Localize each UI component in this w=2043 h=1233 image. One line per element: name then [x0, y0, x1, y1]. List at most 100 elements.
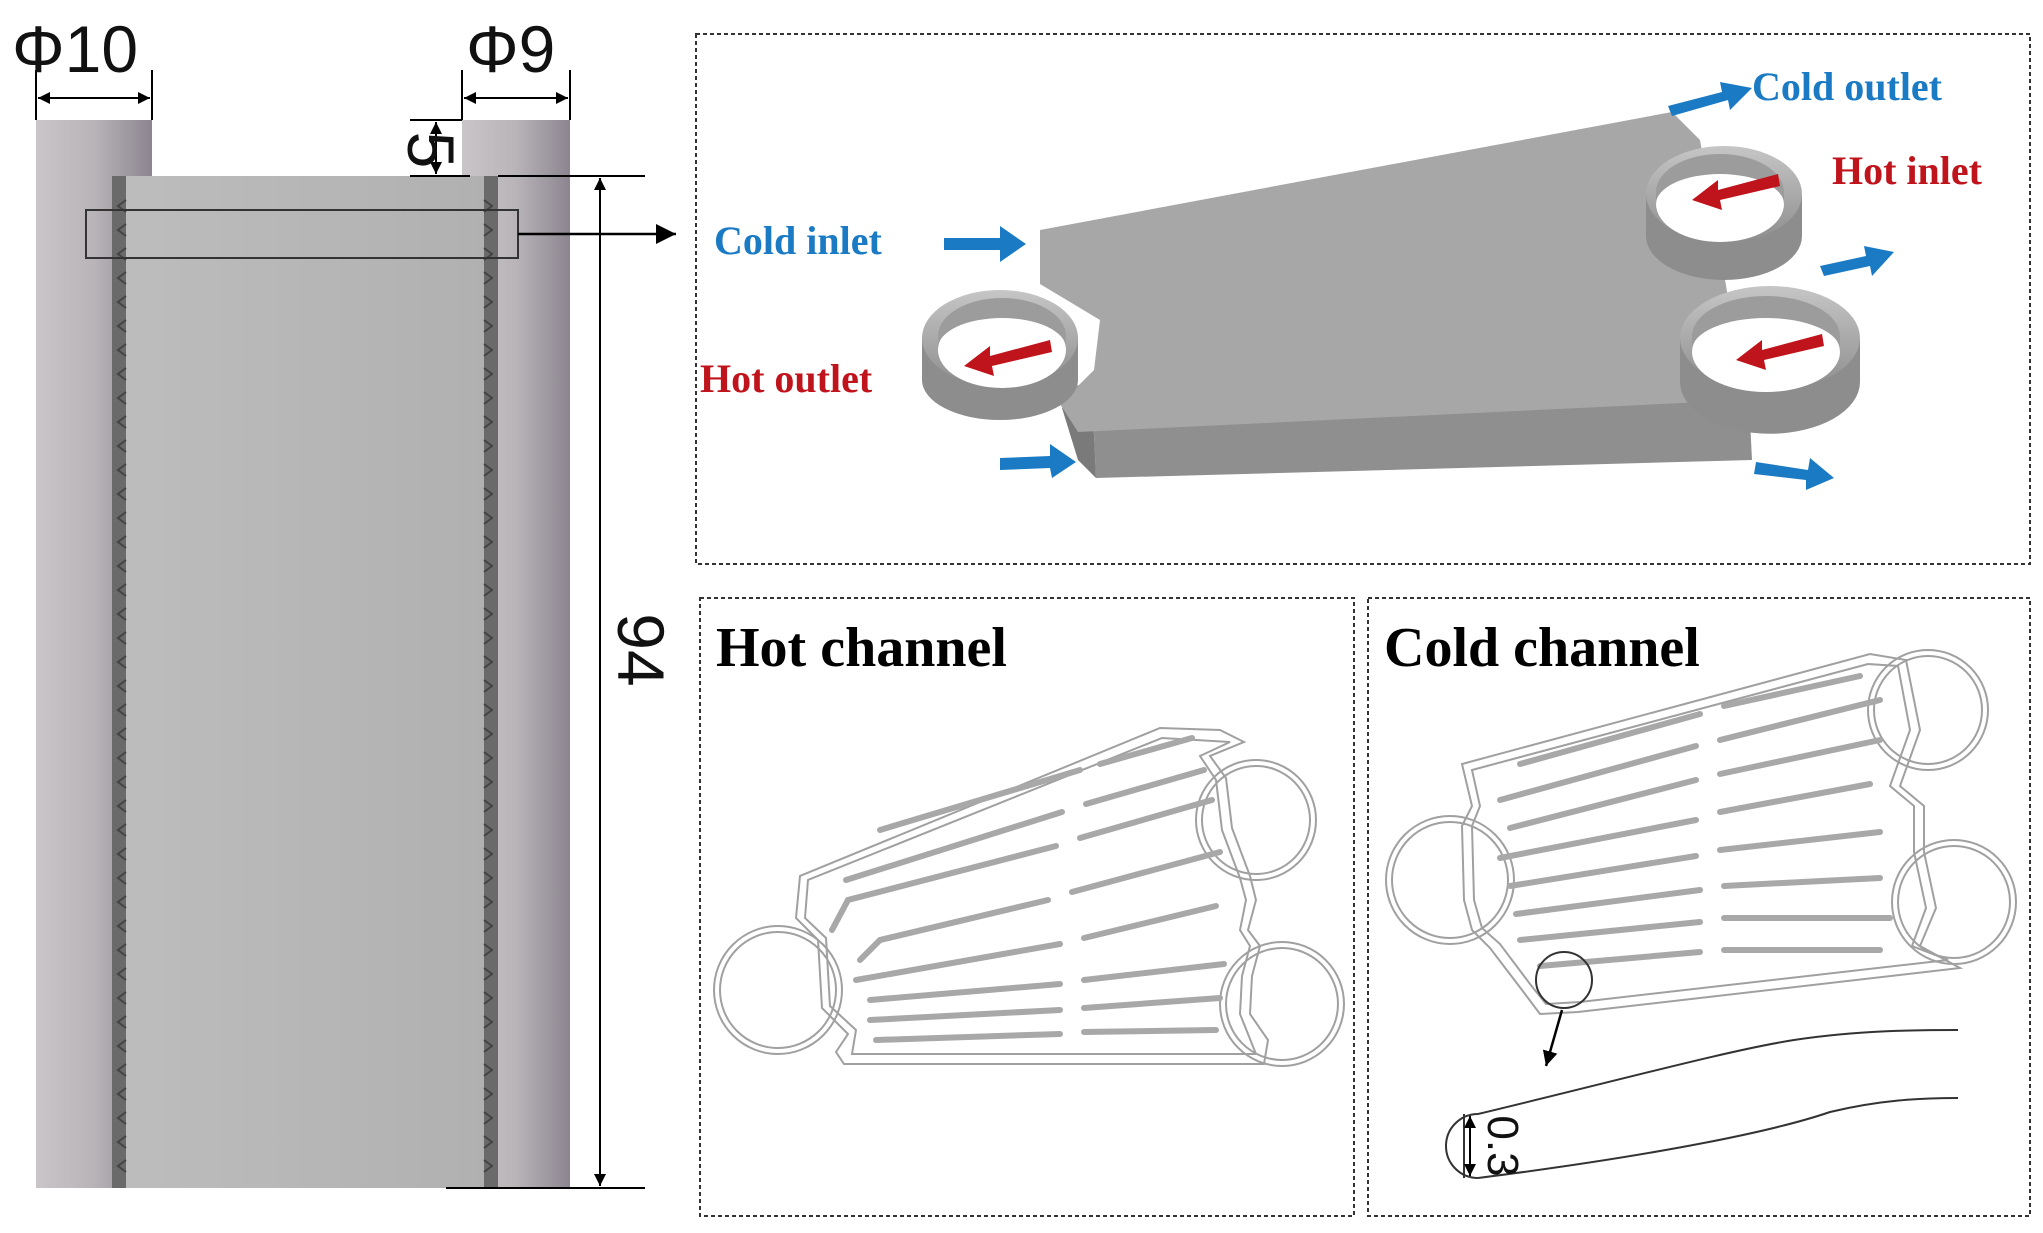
slot-detail [1445, 1029, 1959, 1179]
edge-notch [483, 871, 494, 885]
edge-notch [116, 1087, 127, 1101]
edge-notch [483, 511, 494, 525]
edge-notch [116, 607, 127, 621]
edge-notch [116, 1135, 127, 1149]
cold-arrow-lower-left [1000, 444, 1076, 478]
edge-notch [483, 271, 494, 285]
channel-fin [1497, 743, 1699, 803]
hot-arrow-outlet [964, 340, 1052, 376]
edge-notch [116, 943, 127, 957]
cold-plate-outline [1385, 649, 2017, 1016]
edge-notch [483, 559, 494, 573]
edge-notch [116, 991, 127, 1005]
hot-port-left [713, 925, 843, 1055]
edge-notch [116, 1063, 127, 1077]
edge-notch [483, 823, 494, 837]
edge-notch [116, 967, 127, 981]
edge-notch [116, 871, 127, 885]
edge-notch [116, 487, 127, 501]
edge-notch [483, 1135, 494, 1149]
edge-notch [116, 583, 127, 597]
channel-fin [1721, 673, 1863, 709]
edge-notch [483, 487, 494, 501]
hot-port-upper-right [1195, 759, 1317, 881]
channel-fin [1077, 797, 1215, 841]
channel-fin [829, 843, 1059, 933]
edge-notch [483, 895, 494, 909]
edge-notch [483, 751, 494, 765]
iso-panel: Cold outlet Hot inlet Cold inlet Hot out… [695, 33, 2031, 565]
cold-channel-panel: Cold channel 0.3 [1367, 597, 2031, 1217]
channel-fin [843, 809, 1065, 883]
center-body [112, 176, 498, 1188]
label-hot-inlet: Hot inlet [1832, 148, 1983, 193]
channel-fin [1717, 697, 1883, 743]
channel-fin [1497, 817, 1699, 861]
edge-notch [483, 415, 494, 429]
edge-notch [116, 1159, 127, 1173]
edge-notch [116, 271, 127, 285]
ring-hot-outlet [922, 290, 1078, 420]
edge-notch [483, 1087, 494, 1101]
edge-notch [116, 775, 127, 789]
edge-notch [116, 799, 127, 813]
channel-fin [1507, 777, 1699, 831]
dim-slot-width: 0.3 [1478, 1115, 1527, 1176]
channel-fin [1717, 829, 1883, 853]
hot-arrow-inlet [1692, 174, 1780, 210]
edge-notch [483, 943, 494, 957]
edge-notch [483, 439, 494, 453]
iso-panel-border [695, 33, 2031, 565]
detail-circle [1535, 951, 1593, 1009]
label-cold-outlet: Cold outlet [1752, 64, 1943, 109]
edge-notch [483, 919, 494, 933]
edge-notch [116, 367, 127, 381]
channel-fin [1081, 995, 1223, 1011]
edge-notch [116, 391, 127, 405]
edge-notch [116, 223, 127, 237]
channel-fin [1717, 781, 1873, 815]
edge-notch [483, 967, 494, 981]
edge-notch [116, 463, 127, 477]
edge-notch [116, 1039, 127, 1053]
edge-notch [483, 631, 494, 645]
channel-fin [1097, 735, 1195, 767]
edge-notch [116, 727, 127, 741]
cold-port-upper-right [1867, 649, 1989, 771]
channel-fin [877, 767, 1083, 833]
edge-notch [116, 1111, 127, 1125]
edge-notch [483, 775, 494, 789]
edge-notch [483, 799, 494, 813]
label-cold-inlet: Cold inlet [714, 218, 882, 263]
edge-notch [116, 343, 127, 357]
channel-fin [867, 981, 1063, 1003]
edge-notch [483, 295, 494, 309]
edge-notch [116, 295, 127, 309]
cold-panel-border [1367, 597, 2031, 1217]
dim-right-diameter: Φ9 [466, 12, 555, 86]
cold-channel-fins [1497, 673, 1893, 969]
edge-notch [483, 1111, 494, 1125]
hot-arrow-lower-right [1736, 334, 1824, 370]
edge-notch [483, 1015, 494, 1029]
hot-port-lower-right [1219, 941, 1345, 1067]
channel-fin [1517, 711, 1703, 767]
edge-notch [483, 583, 494, 597]
edge-notch [116, 919, 127, 933]
edge-notch [116, 415, 127, 429]
edge-notch [116, 703, 127, 717]
edge-notch [483, 655, 494, 669]
edge-notch [483, 223, 494, 237]
edge-notch [483, 1063, 494, 1077]
hot-plate-outline [713, 726, 1345, 1067]
ring-lower-right [1680, 286, 1860, 434]
right-edge-strip [484, 176, 498, 1188]
cold-channel-title: Cold channel [1384, 617, 1700, 679]
edge-notch [116, 751, 127, 765]
channel-fin [1081, 1027, 1219, 1035]
edge-notch [483, 391, 494, 405]
cold-flow-arrows [944, 82, 1894, 490]
edge-notch [483, 991, 494, 1005]
cold-arrow-outlet [1668, 82, 1752, 116]
